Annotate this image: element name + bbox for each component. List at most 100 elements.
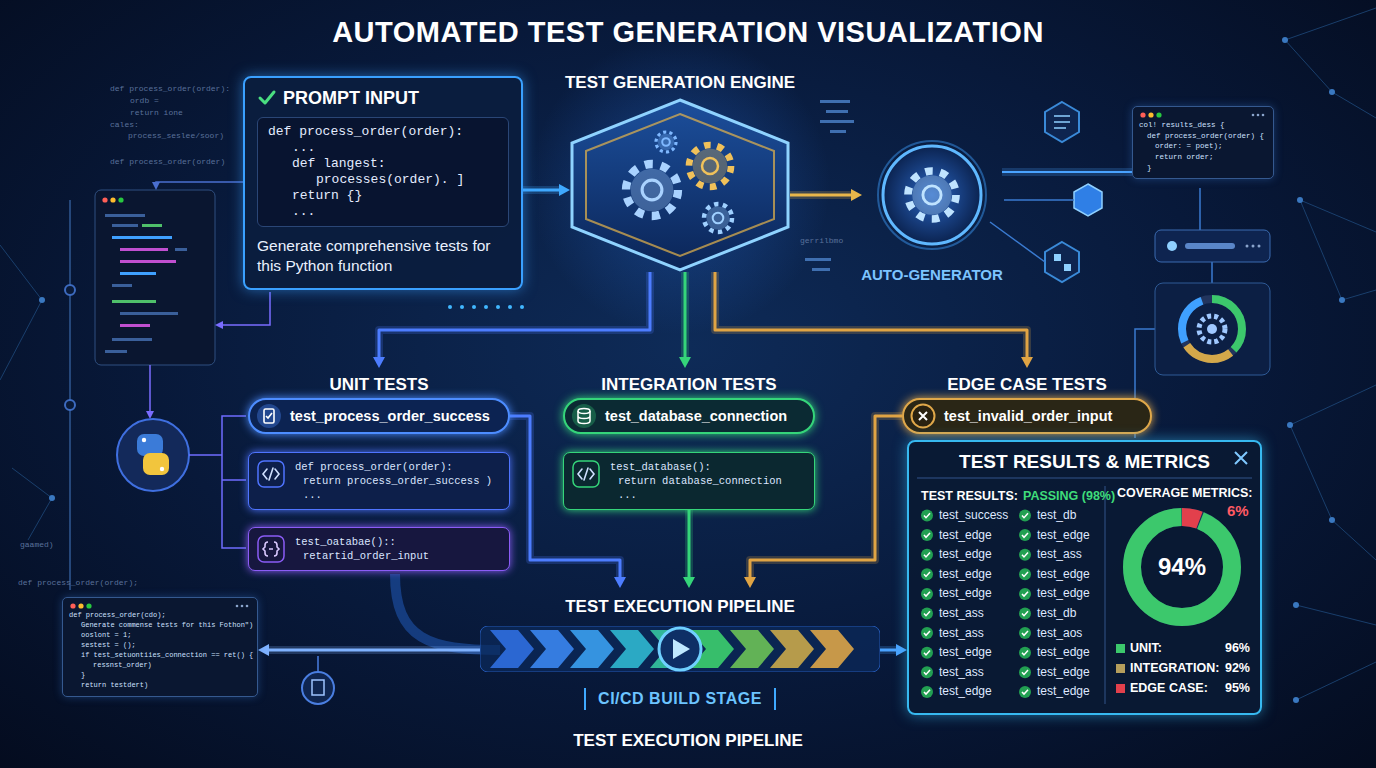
decor-rect xyxy=(830,130,846,133)
decor-circle xyxy=(1282,37,1288,43)
connector xyxy=(1002,172,1132,173)
decor-circle xyxy=(246,605,249,608)
decor-group xyxy=(105,214,187,353)
decor-path xyxy=(1022,690,1028,694)
code-line: return {} xyxy=(268,188,498,204)
decor-path xyxy=(266,413,272,418)
legend-text: EDGE CASE: xyxy=(1130,681,1208,696)
code-line: def process_order(order): xyxy=(268,124,498,140)
decor-circle xyxy=(1297,197,1303,203)
test-result: test_edge xyxy=(939,586,992,601)
test-result: test_edge xyxy=(939,567,992,582)
decor-circle xyxy=(713,213,724,224)
test-name: test_process_order_success xyxy=(290,408,490,424)
decor-circle xyxy=(102,197,107,202)
decor-circle xyxy=(1199,316,1225,342)
decor-circle xyxy=(659,628,701,670)
coverage-heading: COVERAGE METRICS: xyxy=(1117,486,1252,501)
decor-circle xyxy=(1132,517,1232,617)
test-result: test_edge xyxy=(939,528,992,543)
decor-circle xyxy=(1246,245,1249,248)
decor-group xyxy=(448,305,524,309)
code-line: ... xyxy=(268,204,498,220)
group-heading: UNIT TESTS xyxy=(248,374,510,396)
code-line: def langest: xyxy=(268,156,498,172)
decor-circle xyxy=(921,647,933,659)
decor-circle xyxy=(921,510,933,522)
decor-circle xyxy=(1252,114,1255,117)
faint-code: process_seslee/soor) xyxy=(128,131,224,141)
decor-polygon xyxy=(530,630,574,668)
legend-swatch xyxy=(1116,684,1125,693)
decor-circle xyxy=(1287,422,1293,428)
decor-path xyxy=(1022,592,1028,596)
window-code-line: sestest = (); xyxy=(69,641,251,651)
decor-path xyxy=(924,533,930,537)
test-result: test_db xyxy=(1037,606,1076,621)
panel-slot: def process_order(order):... def langest:… xyxy=(257,117,509,227)
decor-path xyxy=(263,542,279,556)
arrow-head xyxy=(559,184,570,196)
decor-polygon xyxy=(1045,242,1079,282)
decor-path xyxy=(189,416,246,548)
decor-circle xyxy=(1132,517,1232,617)
window-code-line: col! results_dess { xyxy=(1139,120,1267,131)
decor-path xyxy=(1022,651,1028,655)
decor-circle xyxy=(1293,697,1299,703)
decor-circle xyxy=(1140,112,1145,117)
decor-circle xyxy=(908,171,956,219)
decor-path xyxy=(69,200,71,590)
connector-glow xyxy=(681,272,689,358)
connector xyxy=(715,272,1033,368)
decor-path xyxy=(260,92,274,103)
test-result: test_ass xyxy=(939,665,984,680)
code-line: ... xyxy=(295,488,492,502)
decor-path xyxy=(924,592,930,596)
decor-rect xyxy=(573,461,599,487)
decor-circle xyxy=(49,495,55,501)
decor-rect xyxy=(120,248,168,251)
decor-circle xyxy=(912,175,951,214)
decor-circle xyxy=(241,605,244,608)
decor-path xyxy=(1022,513,1028,517)
decor-rect xyxy=(137,434,163,456)
arrow-head xyxy=(614,577,626,588)
decor-circle xyxy=(1339,297,1345,303)
decor-rect xyxy=(112,224,138,227)
test-icon xyxy=(571,403,597,429)
window-code-line: def process_order(cdo); xyxy=(69,611,251,621)
code-block: def process_order(order):... def langest:… xyxy=(257,117,509,227)
connector xyxy=(880,644,907,656)
decor-path xyxy=(919,412,927,420)
window-code-line: Generate commense tests for this Fothon"… xyxy=(69,621,251,631)
group-heading: EDGE CASE TESTS xyxy=(902,374,1152,396)
decor-circle xyxy=(1132,517,1232,617)
decor-circle xyxy=(642,180,662,200)
test-result: test_edge xyxy=(939,547,992,562)
decor-circle xyxy=(508,305,512,309)
decor-polygon xyxy=(1045,102,1079,142)
decor-group xyxy=(39,37,1345,703)
decor-polygon xyxy=(730,630,774,668)
code-window: def process_order(cdo);Generate commense… xyxy=(62,597,258,697)
test-group: UNIT TESTS test_process_order_success xyxy=(248,368,510,434)
decor-circle xyxy=(86,603,91,608)
test-result: test_ass xyxy=(939,606,984,621)
decor-path xyxy=(1022,533,1028,537)
arrow-head xyxy=(679,357,691,368)
decor-circle xyxy=(921,608,933,620)
connector-line xyxy=(715,272,1027,358)
code-lines: def process_order(order):return process_… xyxy=(295,460,492,502)
decor-circle xyxy=(1019,529,1031,541)
decor-circle xyxy=(912,405,935,428)
gear-circle xyxy=(862,140,1002,252)
arrow-head xyxy=(258,644,269,656)
decor-path xyxy=(578,411,590,424)
decor-circle xyxy=(1156,112,1161,117)
window-code-line: ooslont = 1; xyxy=(69,631,251,641)
decor-circle xyxy=(921,568,933,580)
connector xyxy=(683,510,695,588)
panel-heading: PROMPT INPUT xyxy=(283,88,419,109)
